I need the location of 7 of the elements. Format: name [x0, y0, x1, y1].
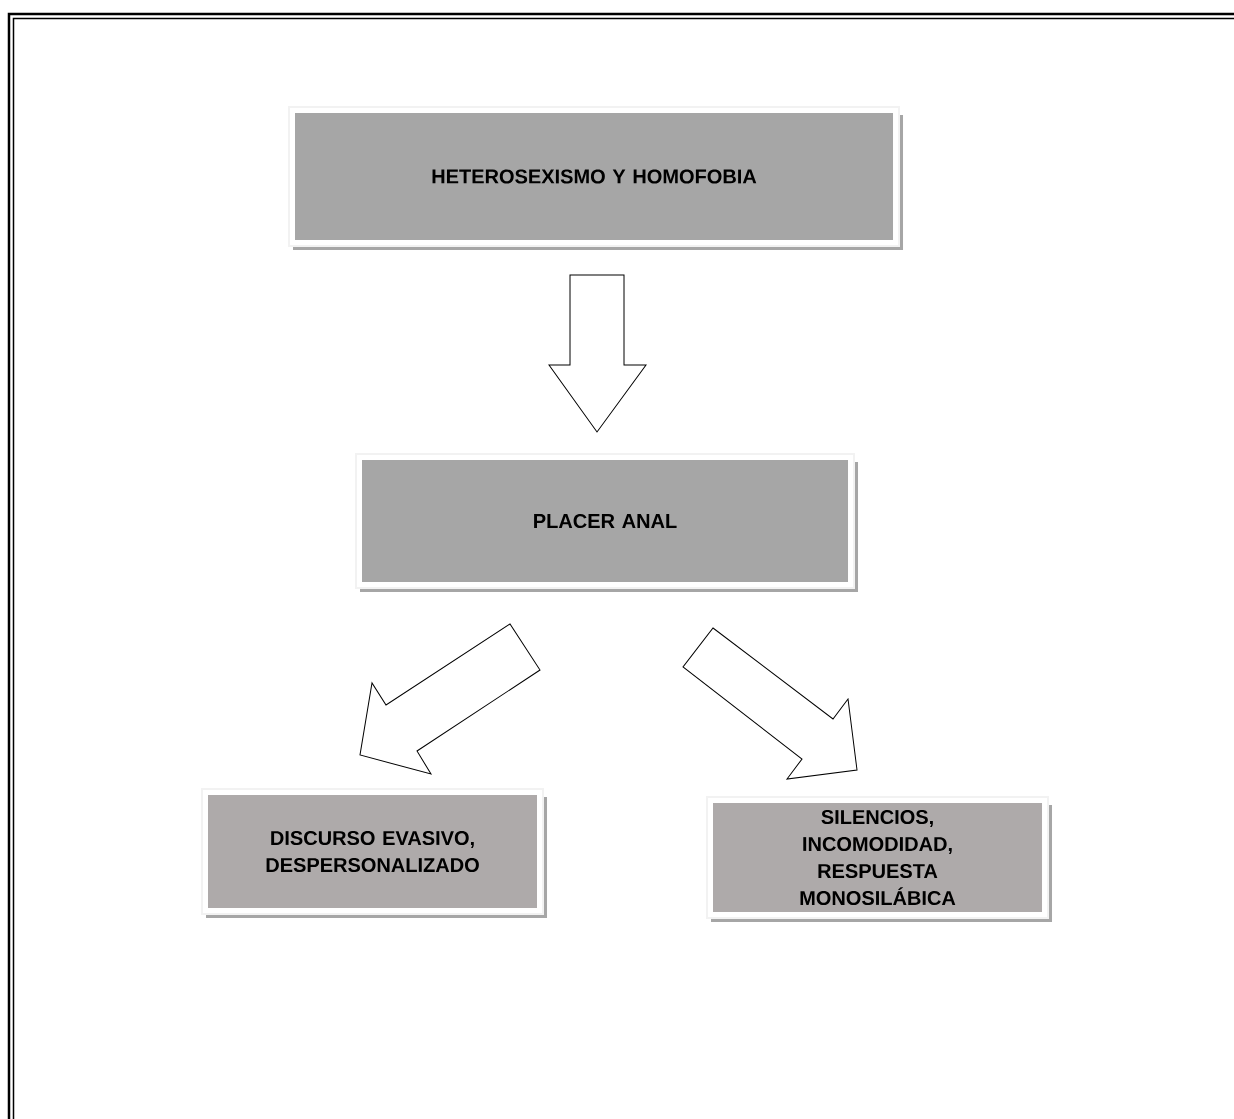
process-box: HETEROSEXISMO Y HOMOFOBIA — [288, 106, 903, 250]
block-arrow — [548, 274, 647, 433]
block-arrow — [359, 623, 541, 775]
process-box: SILENCIOS, INCOMODIDAD, RESPUESTA MONOSILÁBICA — [706, 796, 1052, 922]
process-box: DISCURSO EVASIVO, DESPERSONALIZADO — [201, 788, 547, 918]
process-box: PLACER ANAL — [355, 453, 858, 592]
block-arrow — [682, 627, 858, 780]
